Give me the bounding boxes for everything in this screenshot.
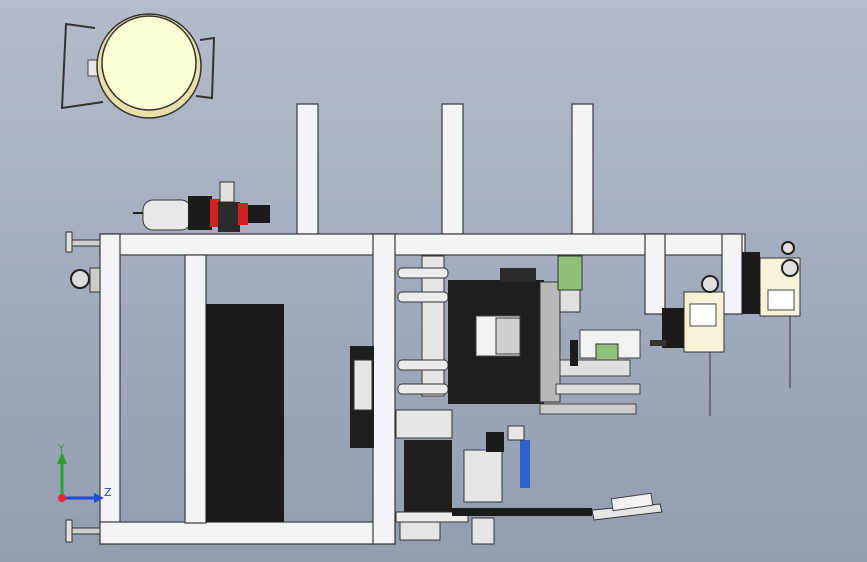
- middle-upright: [372, 233, 396, 545]
- lamp-face: [101, 15, 197, 111]
- controller-left: [650, 275, 725, 416]
- post-2: [441, 103, 464, 235]
- lamp-fixture: [60, 13, 216, 119]
- inner-upright: [184, 254, 207, 524]
- coordinate-triad: Y Z: [57, 442, 112, 503]
- frame-feet: [65, 231, 101, 543]
- vertical-posts: [296, 103, 594, 235]
- post-1: [296, 103, 319, 235]
- main-frame: [99, 233, 746, 545]
- bottom-beam: [99, 521, 396, 545]
- controller-right: [742, 241, 801, 388]
- green-motor-side: [595, 343, 619, 363]
- central-mechanism: [397, 255, 641, 415]
- blue-part: [520, 440, 530, 488]
- side-cylinder-assembly: [350, 346, 469, 541]
- lower-mechanism: [452, 425, 663, 545]
- air-filter-regulator: [133, 181, 270, 232]
- x-axis-dot: [58, 494, 66, 502]
- post-3: [571, 103, 594, 235]
- y-axis-label: Y: [57, 442, 65, 455]
- right-bracket: [644, 233, 666, 315]
- z-axis-label: Z: [104, 486, 112, 499]
- dark-panel: [206, 304, 284, 522]
- right-bracket-2: [721, 233, 743, 315]
- green-motor-top: [557, 255, 583, 291]
- caster-wheel: [70, 269, 90, 289]
